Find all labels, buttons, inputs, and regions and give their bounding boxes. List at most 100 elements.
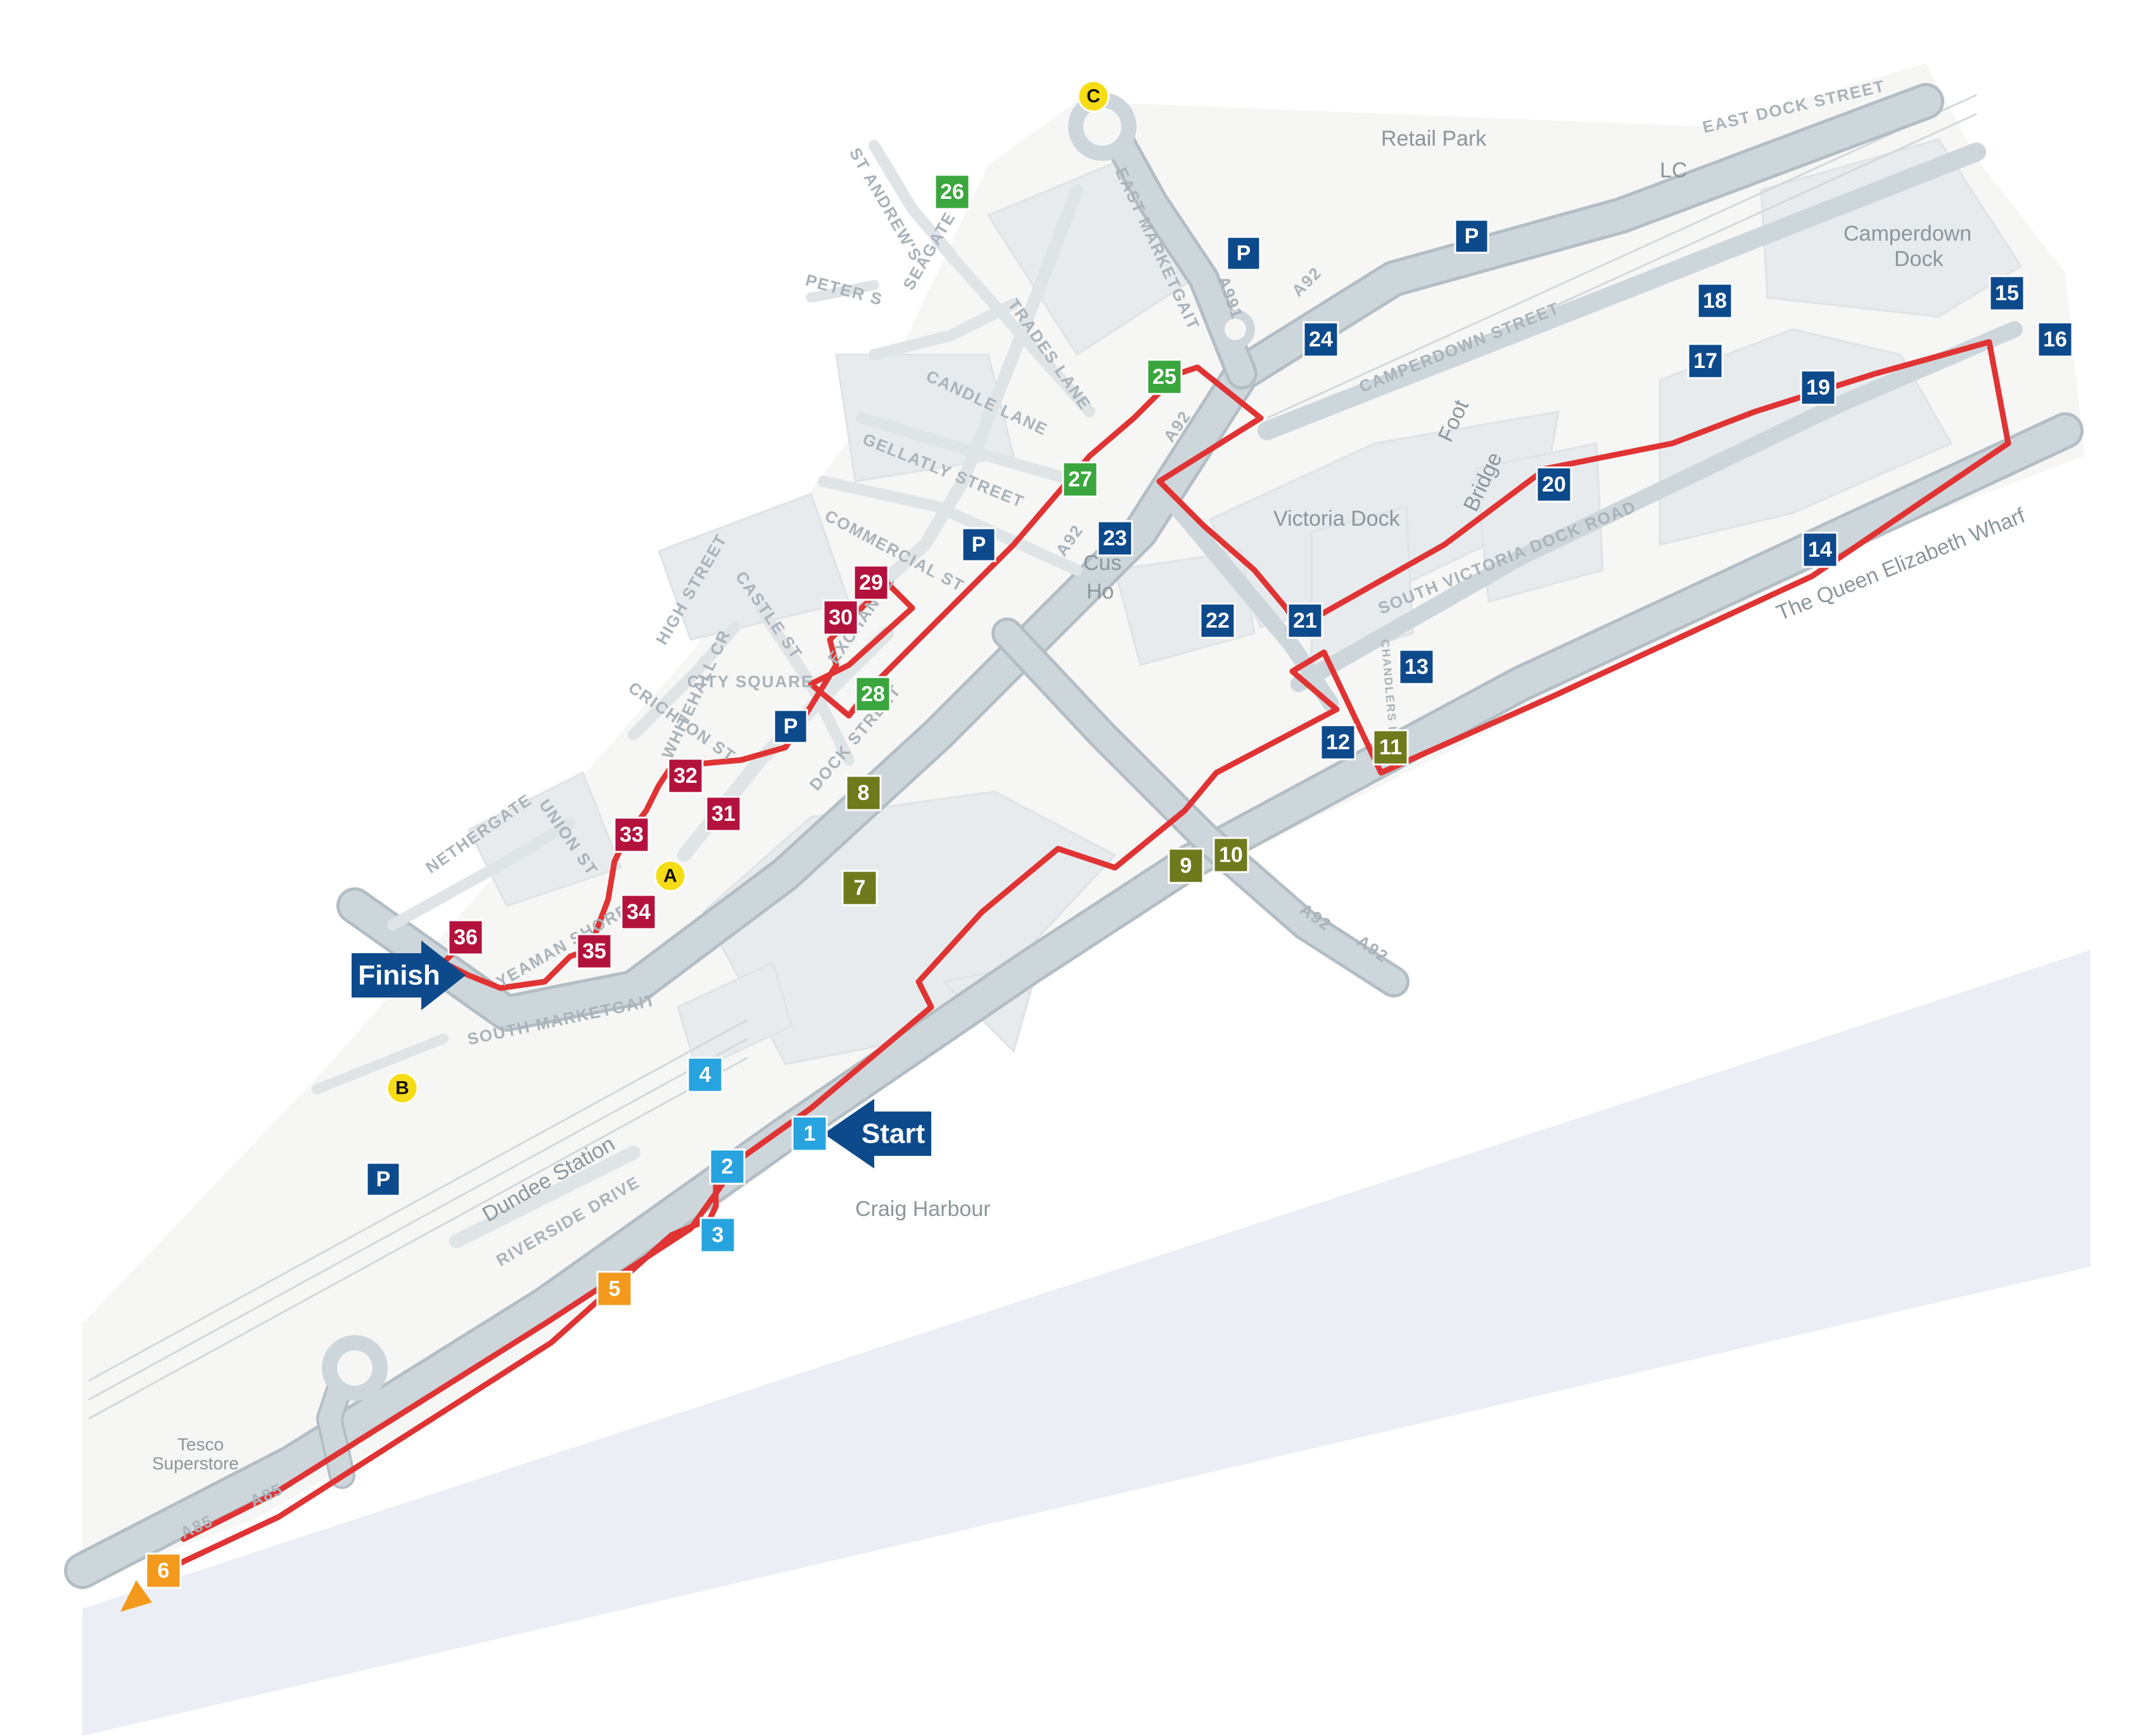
parking-icon: P	[366, 1162, 401, 1197]
marker-label: 12	[1326, 730, 1350, 754]
marker-22: 22	[1199, 602, 1236, 639]
marker-3: 3	[699, 1217, 736, 1253]
poi-markers: A B C	[386, 80, 1110, 1105]
start-arrow: Start	[824, 1099, 931, 1169]
parking-icon: P	[961, 527, 996, 562]
marker-14: 14	[1802, 531, 1838, 568]
river-tay	[82, 950, 2091, 1736]
marker-label: 8	[858, 781, 870, 805]
svg-text:P: P	[972, 533, 986, 557]
marker-label: 29	[859, 571, 883, 595]
marker-label: 1	[804, 1122, 816, 1146]
marker-label: 11	[1379, 735, 1402, 759]
marker-9: 9	[1168, 847, 1204, 884]
svg-text:P: P	[784, 714, 798, 738]
marker-label: 20	[1542, 472, 1566, 497]
marker-label: 27	[1068, 467, 1092, 491]
svg-text:C: C	[1086, 86, 1100, 107]
marker-20: 20	[1536, 466, 1572, 503]
marker-label: 19	[1806, 376, 1830, 400]
label-lc: LC	[1660, 158, 1687, 182]
parking-icon: P	[773, 709, 808, 744]
roads	[64, 83, 2084, 1589]
marker-label: 17	[1693, 349, 1717, 373]
label-victoria-dock: Victoria Dock	[1273, 507, 1401, 531]
marker-35: 35	[576, 933, 613, 970]
marker-label: 23	[1103, 526, 1127, 550]
label-camperdown-dock-1: Camperdown	[1843, 222, 1971, 246]
marker-5: 5	[596, 1270, 633, 1307]
marker-7: 7	[841, 870, 878, 906]
marker-label: 30	[829, 605, 853, 630]
marker-label: 16	[2043, 327, 2067, 352]
marker-label: 28	[861, 682, 885, 706]
land	[82, 63, 2084, 1583]
marker-label: 24	[1309, 327, 1333, 352]
finish-arrow: Finish	[352, 941, 466, 1010]
svg-text:P: P	[1465, 224, 1479, 248]
label-camperdown-dock-2: Dock	[1894, 247, 1944, 271]
marker-2: 2	[709, 1148, 746, 1185]
svg-text:P: P	[376, 1167, 391, 1191]
marker-label: 36	[454, 925, 478, 949]
poi-c: C	[1077, 80, 1110, 113]
marker-27: 27	[1062, 461, 1098, 498]
poi-a: A	[654, 859, 687, 892]
label-tesco-1: Tesco	[177, 1435, 224, 1454]
label-retail-park: Retail Park	[1381, 127, 1487, 151]
marker-label: 13	[1404, 655, 1429, 679]
svg-text:B: B	[395, 1078, 409, 1099]
marker-26: 26	[934, 174, 971, 210]
marker-21: 21	[1287, 602, 1323, 639]
marker-17: 17	[1687, 343, 1724, 379]
parking-icons: P P P P P	[366, 219, 1489, 1197]
svg-text:Start: Start	[862, 1118, 926, 1150]
marker-11: 11	[1372, 729, 1409, 766]
marker-label: 10	[1219, 843, 1243, 867]
marker-label: 22	[1206, 609, 1230, 633]
marker-34: 34	[620, 894, 657, 930]
marker-label: 35	[582, 939, 606, 963]
marker-33: 33	[613, 816, 650, 853]
marker-label: 5	[609, 1277, 621, 1301]
marker-label: 9	[1180, 854, 1192, 878]
continue-arrow-icon	[120, 1580, 152, 1612]
marker-30: 30	[822, 599, 859, 636]
marker-8: 8	[845, 775, 882, 811]
marker-label: 14	[1808, 538, 1832, 562]
marker-23: 23	[1097, 520, 1133, 557]
marker-15: 15	[1989, 275, 2025, 312]
marker-label: 34	[627, 900, 651, 924]
marker-label: 33	[620, 823, 644, 847]
marker-19: 19	[1800, 369, 1837, 406]
marker-label: 4	[699, 1063, 711, 1087]
marker-label: 15	[1995, 281, 2019, 305]
poi-b: B	[386, 1072, 419, 1105]
label-tesco-2: Superstore	[152, 1454, 239, 1473]
marker-18: 18	[1697, 282, 1733, 319]
marker-4: 4	[687, 1056, 723, 1093]
marker-label: 25	[1152, 365, 1176, 389]
label-craig-harbour: Craig Harbour	[855, 1197, 991, 1221]
parking-icon: P	[1226, 236, 1261, 271]
marker-1: 1	[791, 1115, 828, 1152]
marker-16: 16	[2037, 321, 2073, 358]
marker-10: 10	[1213, 837, 1249, 873]
svg-text:A: A	[663, 866, 677, 887]
marker-29: 29	[853, 564, 889, 601]
marker-24: 24	[1302, 321, 1339, 358]
marker-25: 25	[1146, 358, 1183, 395]
roundabout-west	[322, 1335, 388, 1401]
svg-text:P: P	[1237, 241, 1251, 265]
marker-label: 32	[673, 764, 697, 788]
marker-36: 36	[447, 919, 484, 956]
marker-31: 31	[705, 795, 742, 832]
railway	[88, 94, 1977, 1420]
marker-32: 32	[667, 757, 704, 794]
roundabout-junction	[1216, 310, 1255, 349]
parking-icon: P	[1454, 219, 1489, 254]
svg-text:Finish: Finish	[358, 960, 440, 991]
marker-label: 26	[940, 180, 964, 204]
